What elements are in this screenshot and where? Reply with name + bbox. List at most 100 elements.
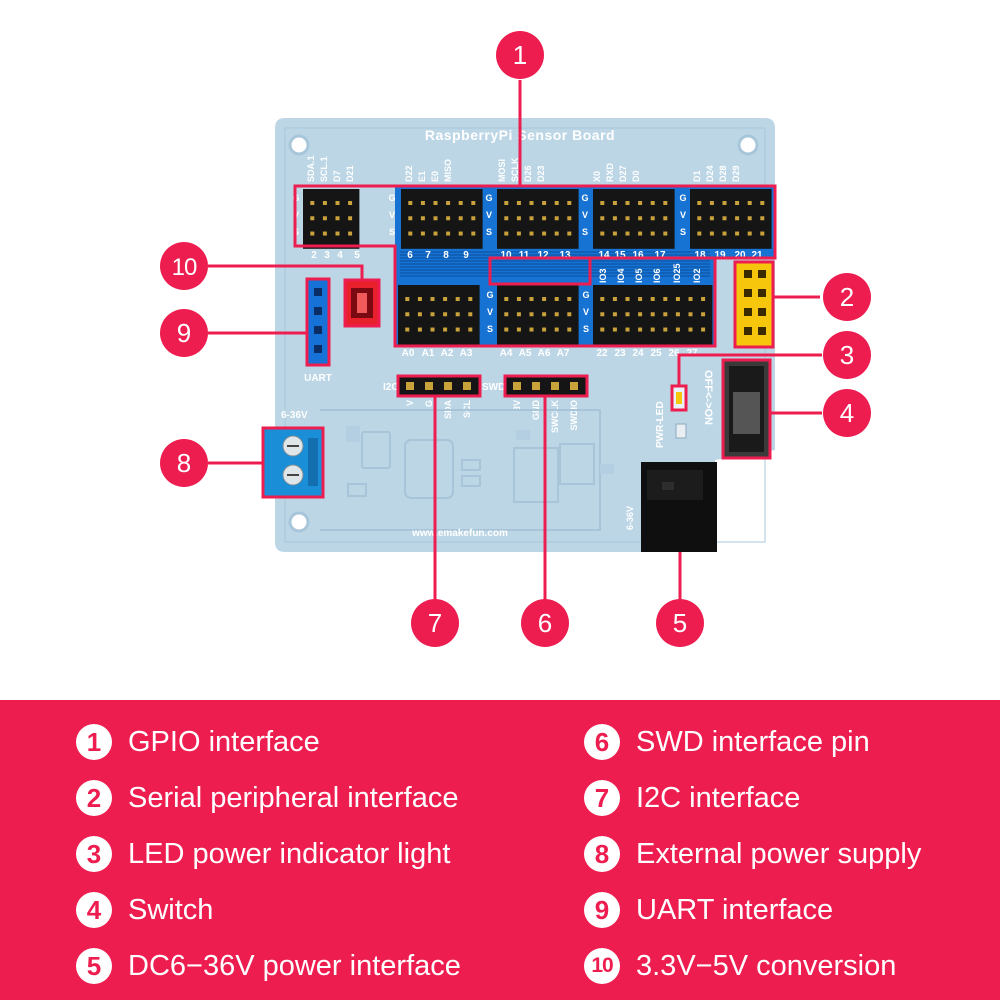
header-pin xyxy=(455,297,460,301)
header-pin xyxy=(697,201,702,205)
cap-outline xyxy=(347,483,367,497)
swd-pins xyxy=(513,382,578,390)
top-pin-label: D26 xyxy=(523,165,533,182)
header-pin xyxy=(443,327,448,332)
header-pin xyxy=(417,297,422,301)
callout-4: 4 xyxy=(823,389,871,437)
header-pin xyxy=(322,216,327,221)
header-pin xyxy=(504,327,509,332)
top-pin-label: D21 xyxy=(345,165,355,182)
header-pin xyxy=(405,297,410,301)
mounting-hole xyxy=(288,511,310,533)
legend-text: SWD interface pin xyxy=(636,725,870,758)
pad xyxy=(600,464,614,474)
spi-pin xyxy=(758,308,766,316)
gpio-header-top xyxy=(303,189,772,249)
swd-label: SWD xyxy=(482,382,505,393)
header-pin xyxy=(747,231,752,236)
header-pin xyxy=(760,216,765,221)
header-pin xyxy=(417,327,422,332)
header-pin xyxy=(600,327,605,332)
swd-pin xyxy=(570,382,578,390)
header-pin xyxy=(554,231,559,236)
led-die xyxy=(676,392,682,404)
analog-pin-label: A5 xyxy=(519,348,532,359)
top-pin-label: D22 xyxy=(404,165,414,182)
header-pin xyxy=(504,231,509,236)
header-pin xyxy=(458,231,463,236)
header-pin xyxy=(455,327,460,332)
top-pin-number: 9 xyxy=(463,250,469,261)
header-pin xyxy=(638,231,643,236)
header-pin xyxy=(567,312,572,317)
header-pin xyxy=(529,231,534,236)
header-pin xyxy=(625,297,630,301)
header-pin xyxy=(600,297,605,301)
header-pin xyxy=(688,297,693,301)
spi-pin xyxy=(744,308,752,316)
legend-number: 6 xyxy=(584,724,620,760)
header-pin xyxy=(709,201,714,205)
io-pin-label: IO25 xyxy=(672,263,682,283)
top-header-block xyxy=(690,189,772,249)
header-pin xyxy=(722,201,727,205)
top-pin-label: D29 xyxy=(731,165,741,182)
header-pin xyxy=(650,327,655,332)
callout-5: 5 xyxy=(656,599,704,647)
header-pin xyxy=(468,312,473,317)
header-pin xyxy=(504,312,509,317)
header-pin xyxy=(529,201,534,205)
header-pin xyxy=(650,297,655,301)
gvs-label: V xyxy=(486,210,492,220)
top-pin-number: 8 xyxy=(443,250,449,261)
callout-line-10 xyxy=(208,264,364,280)
legend-number: 3 xyxy=(76,836,112,872)
header-pin xyxy=(638,216,643,221)
legend-number: 10 xyxy=(584,948,620,984)
gvs-label: S xyxy=(583,324,589,334)
callout-9: 9 xyxy=(160,309,208,357)
top-pin-number: 7 xyxy=(425,250,431,261)
legend-number: 7 xyxy=(584,780,620,816)
swd-pin xyxy=(513,382,521,390)
header-pin xyxy=(542,297,547,301)
io-pin-label: IO3 xyxy=(598,268,608,283)
header-pin xyxy=(675,312,680,317)
header-pin xyxy=(747,201,752,205)
header-pin xyxy=(405,312,410,317)
header-pin xyxy=(468,297,473,301)
header-pin xyxy=(663,297,668,301)
legend-text: LED power indicator light xyxy=(128,837,451,870)
analog-pin-label: 23 xyxy=(614,348,626,359)
header-pin xyxy=(529,216,534,221)
header-pin xyxy=(516,327,521,332)
i2c-pin xyxy=(406,382,414,390)
header-pin xyxy=(516,312,521,317)
header-pin xyxy=(600,312,605,317)
header-pin xyxy=(701,327,706,332)
jumper-cap xyxy=(357,293,367,313)
header-pin xyxy=(638,201,643,205)
header-pin xyxy=(504,216,509,221)
gvs-label: G xyxy=(486,290,493,300)
top-header-block xyxy=(593,189,675,249)
header-pin xyxy=(612,216,617,221)
header-pin xyxy=(430,327,435,332)
spi-pin xyxy=(744,327,752,335)
spi-pin xyxy=(744,270,752,278)
header-pin xyxy=(625,201,630,205)
gvs-label: V xyxy=(583,307,589,317)
header-pin xyxy=(542,312,547,317)
header-pin xyxy=(408,216,413,221)
header-pin xyxy=(420,216,425,221)
top-header-block xyxy=(401,189,483,249)
header-pin xyxy=(760,231,765,236)
website-label: www.emakefun.com xyxy=(411,528,508,539)
header-pin xyxy=(430,297,435,301)
